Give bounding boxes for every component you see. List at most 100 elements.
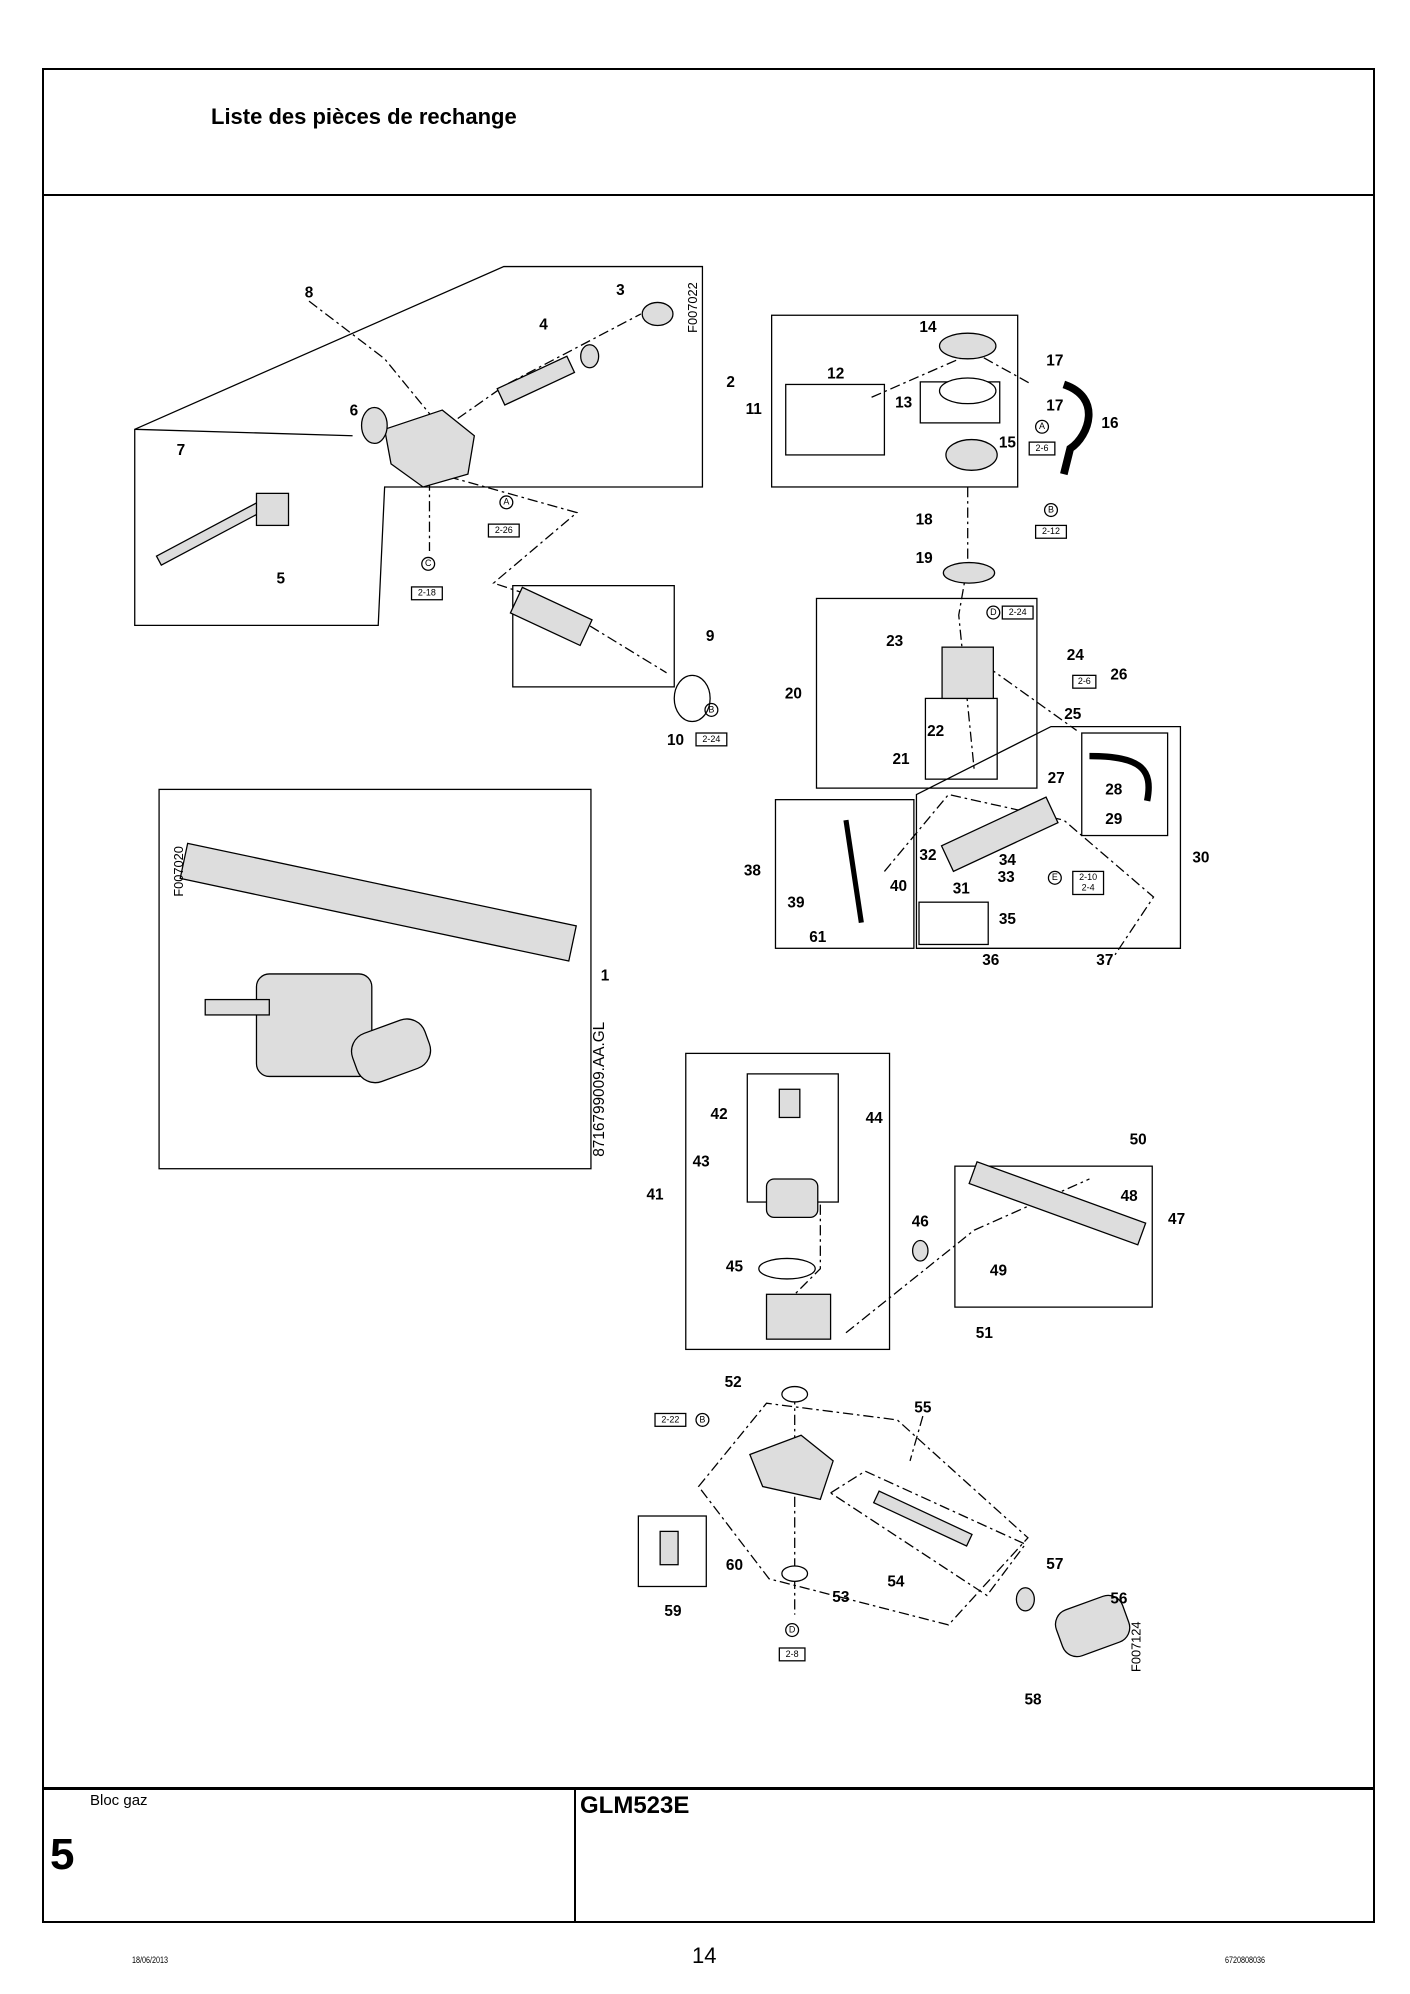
callout: 10: [667, 732, 684, 749]
diagram-shape: [204, 998, 270, 1016]
burner-assembly-part: [179, 842, 578, 1084]
callout: 35: [999, 911, 1017, 928]
diagram-shape: [765, 1178, 819, 1219]
diagram-label: 2-12: [1042, 526, 1060, 536]
diagram-shape: [509, 586, 593, 647]
diagram-shape: [350, 1018, 432, 1084]
diagram-shape: [958, 486, 975, 769]
diagram-label: 2-10: [1079, 872, 1097, 882]
callout: 2: [726, 374, 735, 391]
diagram-shape: [421, 556, 436, 571]
callout: 5: [277, 570, 286, 587]
diagram-label: 2-4: [1082, 882, 1095, 892]
callout: 60: [726, 1557, 743, 1574]
diagram-shape: [785, 1623, 800, 1638]
diagram-shape: [911, 1239, 929, 1262]
callout: 20: [785, 686, 802, 703]
callout: 24: [1067, 647, 1085, 664]
diagram-shape: [580, 344, 600, 369]
model-name: GLM523E: [580, 1792, 690, 1819]
callout: 61: [809, 929, 827, 946]
callout: 8: [305, 285, 314, 302]
diagram-shape: [778, 1647, 806, 1662]
group-9-box: [512, 585, 675, 688]
callout: 41: [646, 1187, 664, 1204]
callout: 38: [744, 862, 762, 879]
diagram-shape: [134, 428, 353, 437]
callout: 45: [726, 1258, 744, 1275]
callout: 26: [1110, 666, 1127, 683]
callout: 52: [725, 1374, 742, 1391]
callout: 54: [887, 1574, 905, 1591]
reference-tag: C 2-18: [410, 556, 443, 601]
diagram-shape: [938, 332, 997, 360]
group-11-box: [770, 314, 1019, 488]
diagram-shape: [383, 409, 476, 488]
diagram-label: D: [990, 607, 997, 617]
callout: 34: [999, 852, 1017, 869]
diagram-shape: [1054, 1594, 1131, 1658]
callout: 42: [711, 1106, 728, 1123]
callout: 6: [350, 402, 359, 419]
diagram-label: 2-6: [1078, 676, 1091, 686]
diagram-label: A: [503, 497, 509, 507]
group-30-box: [915, 725, 1182, 949]
callout: 56: [1110, 1590, 1127, 1607]
reference-tag: B 2-12: [1034, 502, 1068, 539]
callout: 32: [919, 847, 936, 864]
regulator-part: [843, 332, 1152, 924]
diagram-shape: [968, 1160, 1147, 1246]
group-38-box: [774, 799, 915, 949]
diagram-shape: [945, 438, 998, 471]
footer-column-divider: [574, 1788, 576, 1923]
diagram-shape: [673, 674, 711, 723]
reference-tag: 2-22 B: [654, 1412, 710, 1427]
group-27-box: [1081, 732, 1169, 837]
diagram-shape: [1043, 502, 1059, 518]
callout: 25: [1064, 706, 1082, 723]
diagram-shape: [255, 973, 373, 1078]
page-title: Liste des pièces de rechange: [211, 104, 517, 129]
diagram-shape: [942, 561, 996, 584]
diagram-shape: [1047, 870, 1062, 885]
reference-tag: D 2-24: [986, 605, 1034, 620]
diagram-label: 2-26: [495, 525, 513, 535]
callout: 29: [1105, 811, 1122, 828]
callout: 33: [998, 869, 1015, 886]
group-41-box: [685, 1052, 891, 1351]
callout: 14: [919, 319, 937, 336]
group-20-box: [815, 597, 1038, 789]
footer-divider: [42, 1787, 1375, 1790]
diagram-shape: [410, 586, 443, 601]
reference-tag: B 2-24: [695, 702, 728, 747]
diagram-label: 2-24: [702, 734, 720, 744]
diagram-shape: [940, 796, 1059, 873]
page-frame: [42, 68, 1375, 1923]
callout: 53: [832, 1589, 849, 1606]
diagram-shape: [1089, 752, 1152, 802]
diagram-label: D: [789, 1624, 796, 1634]
callout: 37: [1096, 952, 1113, 969]
figure-code: F007022: [685, 282, 700, 333]
diagram-shape: [986, 665, 1078, 731]
group-53-box: [697, 1402, 1029, 1626]
diagram-shape: [360, 406, 388, 445]
callout: 3: [616, 282, 625, 299]
callout: 9: [706, 628, 715, 645]
header-divider: [42, 194, 1375, 196]
diagram-shape: [872, 1490, 973, 1547]
callout: 28: [1105, 782, 1123, 799]
diagram-shape: [179, 842, 578, 962]
diagram-shape: [781, 1565, 809, 1583]
callout: 7: [177, 442, 186, 459]
callout: 30: [1192, 850, 1209, 867]
callout: 27: [1048, 770, 1065, 787]
diagram-shape: [654, 1412, 687, 1427]
reference-tag: D 2-8: [778, 1623, 806, 1662]
diagram-shape: [255, 492, 290, 527]
callout: 49: [990, 1262, 1007, 1279]
diagram-shape: [704, 702, 719, 717]
page-number: 14: [692, 1943, 717, 1968]
callout: 58: [1025, 1692, 1043, 1709]
